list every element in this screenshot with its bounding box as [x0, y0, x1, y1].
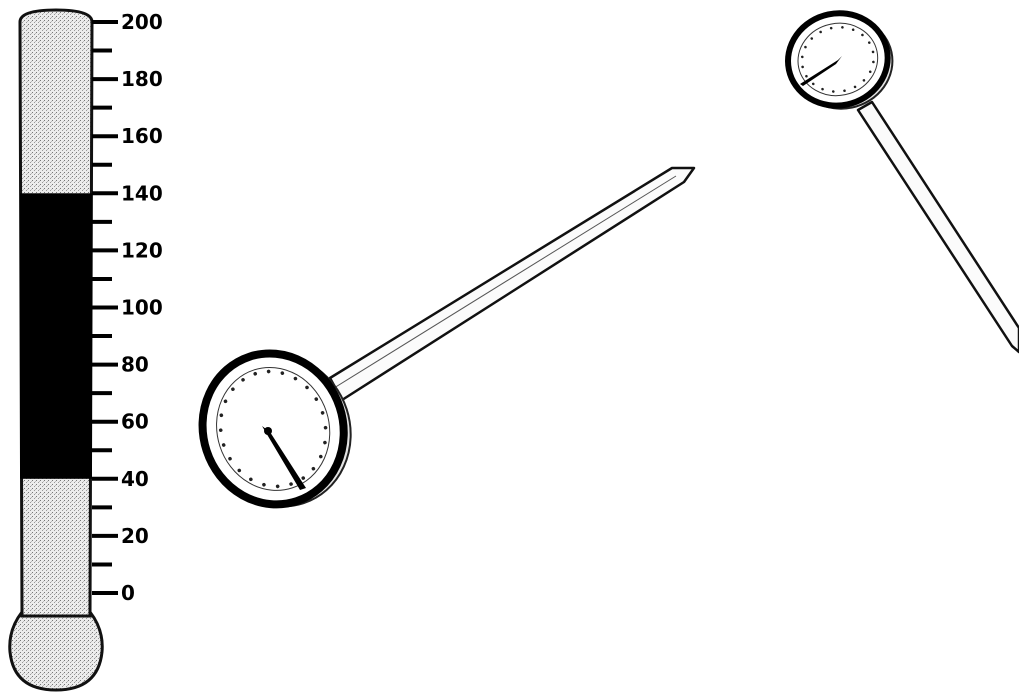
scale-label: 40	[121, 467, 149, 491]
scale-label: 180	[121, 67, 163, 91]
scale-label: 120	[121, 238, 163, 262]
scale-label: 160	[121, 124, 163, 148]
scale-label: 20	[121, 524, 149, 548]
scale-label: 60	[121, 410, 149, 434]
scale-label: 100	[121, 296, 163, 320]
dial-face	[779, 3, 901, 119]
scale-label: 200	[121, 10, 163, 34]
scale-label: 140	[121, 181, 163, 205]
probe-stem	[330, 168, 694, 400]
probe-stem	[858, 102, 1019, 352]
dial-face	[183, 333, 370, 526]
scale-label: 0	[121, 581, 135, 605]
large-dial-thermometer	[183, 168, 694, 527]
shaded-temperature-band	[20, 193, 92, 479]
scale-label: 80	[121, 353, 149, 377]
small-dial-thermometer	[779, 3, 1019, 352]
